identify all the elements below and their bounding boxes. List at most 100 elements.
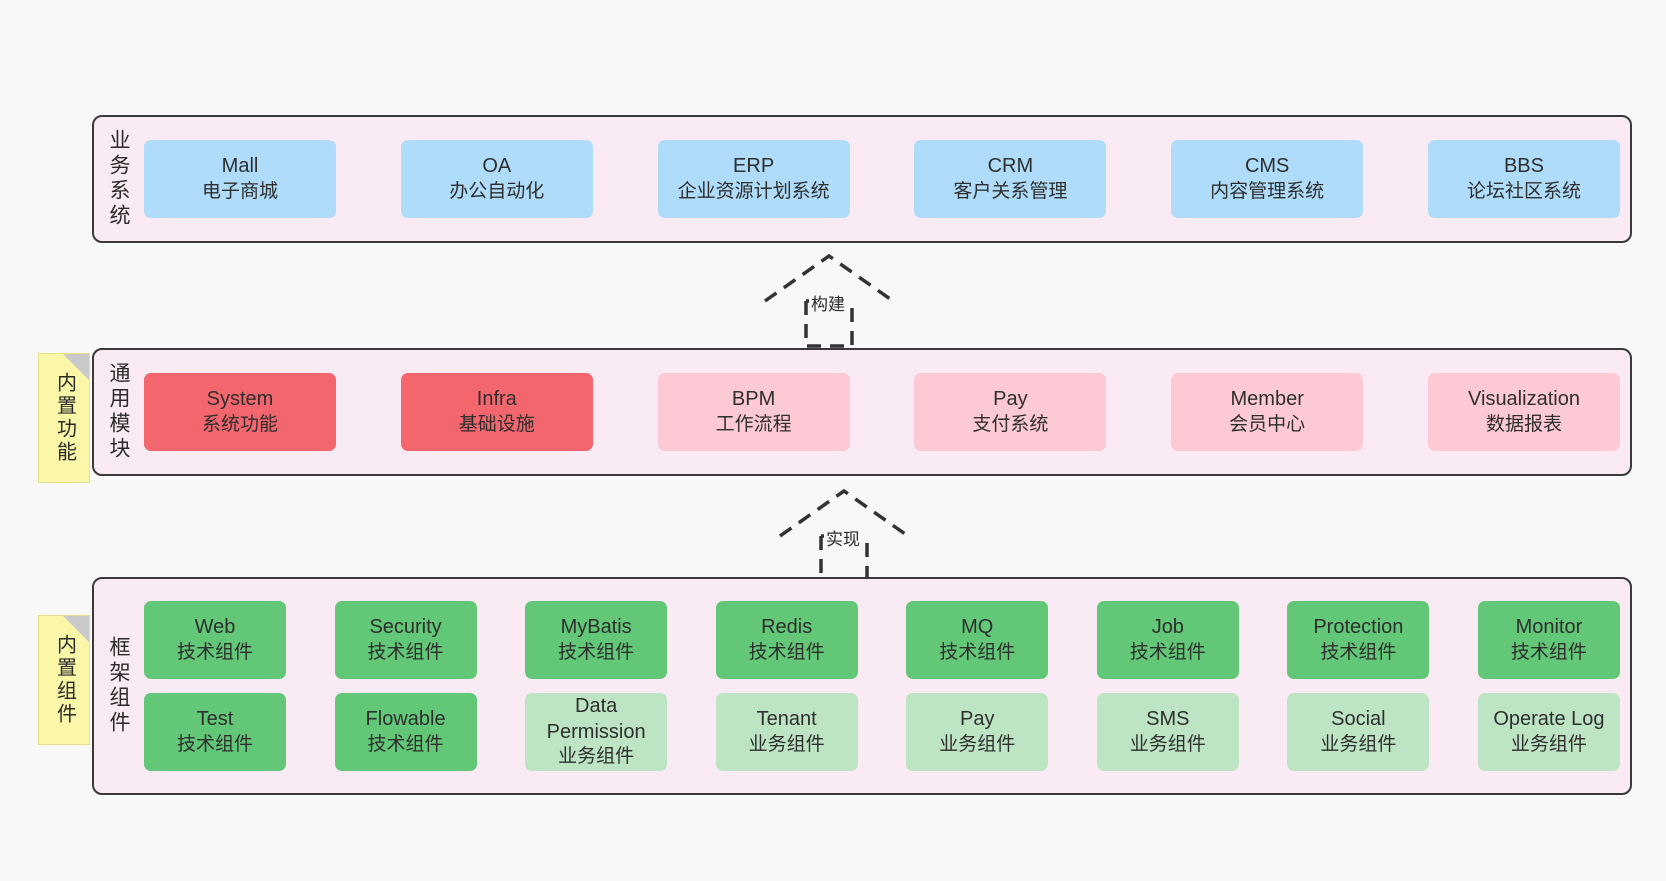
card-data-permission[interactable]: Data Permission 业务组件	[525, 693, 668, 771]
card-title-cn: 系统功能	[201, 413, 278, 435]
connector-build-label: 构建	[809, 290, 847, 315]
card-title-cn: 技术组件	[367, 641, 444, 663]
card-title-cn: 业务组件	[1129, 733, 1206, 755]
card-title-en: Security	[369, 616, 442, 639]
card-title-cn: 办公自动化	[449, 180, 545, 202]
card-title-cn: 业务组件	[1320, 733, 1397, 755]
card-title-cn: 技术组件	[1129, 641, 1206, 663]
card-title-cn: 业务组件	[939, 733, 1016, 755]
card-title-en: SMS	[1146, 708, 1190, 731]
card-title-cn: 数据报表	[1485, 413, 1562, 435]
card-title-en: CMS	[1244, 155, 1290, 178]
card-title-en: Protection	[1313, 616, 1404, 639]
card-title-cn: 技术组件	[1320, 641, 1397, 663]
card-title-cn: 技术组件	[176, 641, 253, 663]
card-title-cn: 技术组件	[367, 733, 444, 755]
card-title-cn: 内容管理系统	[1210, 180, 1325, 202]
card-title-cn: 技术组件	[558, 641, 635, 663]
card-title-en: OA	[482, 155, 512, 178]
card-title-en: Social	[1331, 708, 1386, 731]
layer-common-module-title: 通用模块	[107, 362, 131, 462]
card-title-en: System	[206, 388, 274, 411]
card-title-cn: 会员中心	[1229, 413, 1306, 435]
card-title-en: Visualization	[1468, 388, 1580, 411]
card-title-en: Tenant	[756, 708, 817, 731]
card-title-en: ERP	[733, 155, 775, 178]
layer-framework-component-title: 框架组件	[107, 636, 131, 736]
sticky-note-builtin-component: 内置组件	[38, 615, 90, 745]
card-title-en: Pay	[960, 708, 995, 731]
card-title-en: MQ	[961, 616, 994, 639]
card-title-en: MyBatis	[560, 616, 632, 639]
card-title-en: Mall	[221, 155, 259, 178]
card-title-cn: 工作流程	[715, 413, 792, 435]
card-title-en: BPM	[731, 388, 776, 411]
card-title-en: CRM	[987, 155, 1034, 178]
layer-business-system-title: 业务系统	[107, 129, 131, 229]
card-title-en: Operate Log	[1493, 708, 1605, 731]
card-title-cn: 支付系统	[972, 413, 1049, 435]
card-title-cn: 企业资源计划系统	[677, 180, 830, 202]
card-title-cn: 业务组件	[1510, 733, 1587, 755]
card-title-en: Infra	[476, 388, 517, 411]
connector-implement: 实现	[775, 481, 915, 586]
card-title-en: Job	[1151, 616, 1184, 639]
card-title-cn: 论坛社区系统	[1466, 180, 1581, 202]
card-title-en: Member	[1230, 388, 1304, 411]
card-title-cn: 业务组件	[558, 746, 635, 768]
card-title-cn: 技术组件	[176, 733, 253, 755]
card-title-en: Redis	[761, 616, 813, 639]
connector-implement-label: 实现	[824, 525, 862, 550]
card-title-en: BBS	[1503, 155, 1544, 178]
card-title-cn: 基础设施	[458, 413, 535, 435]
card-title-en: Pay	[993, 388, 1028, 411]
sticky-note-builtin-function: 内置功能	[38, 353, 90, 483]
card-title-cn: 业务组件	[748, 733, 825, 755]
card-title-cn: 技术组件	[748, 641, 825, 663]
card-title-en: Data Permission	[546, 695, 646, 743]
card-title-en: Test	[196, 708, 234, 731]
connector-build: 构建	[760, 246, 900, 351]
card-title-cn: 客户关系管理	[953, 180, 1068, 202]
card-title-en: Flowable	[365, 708, 446, 731]
card-title-cn: 技术组件	[939, 641, 1016, 663]
